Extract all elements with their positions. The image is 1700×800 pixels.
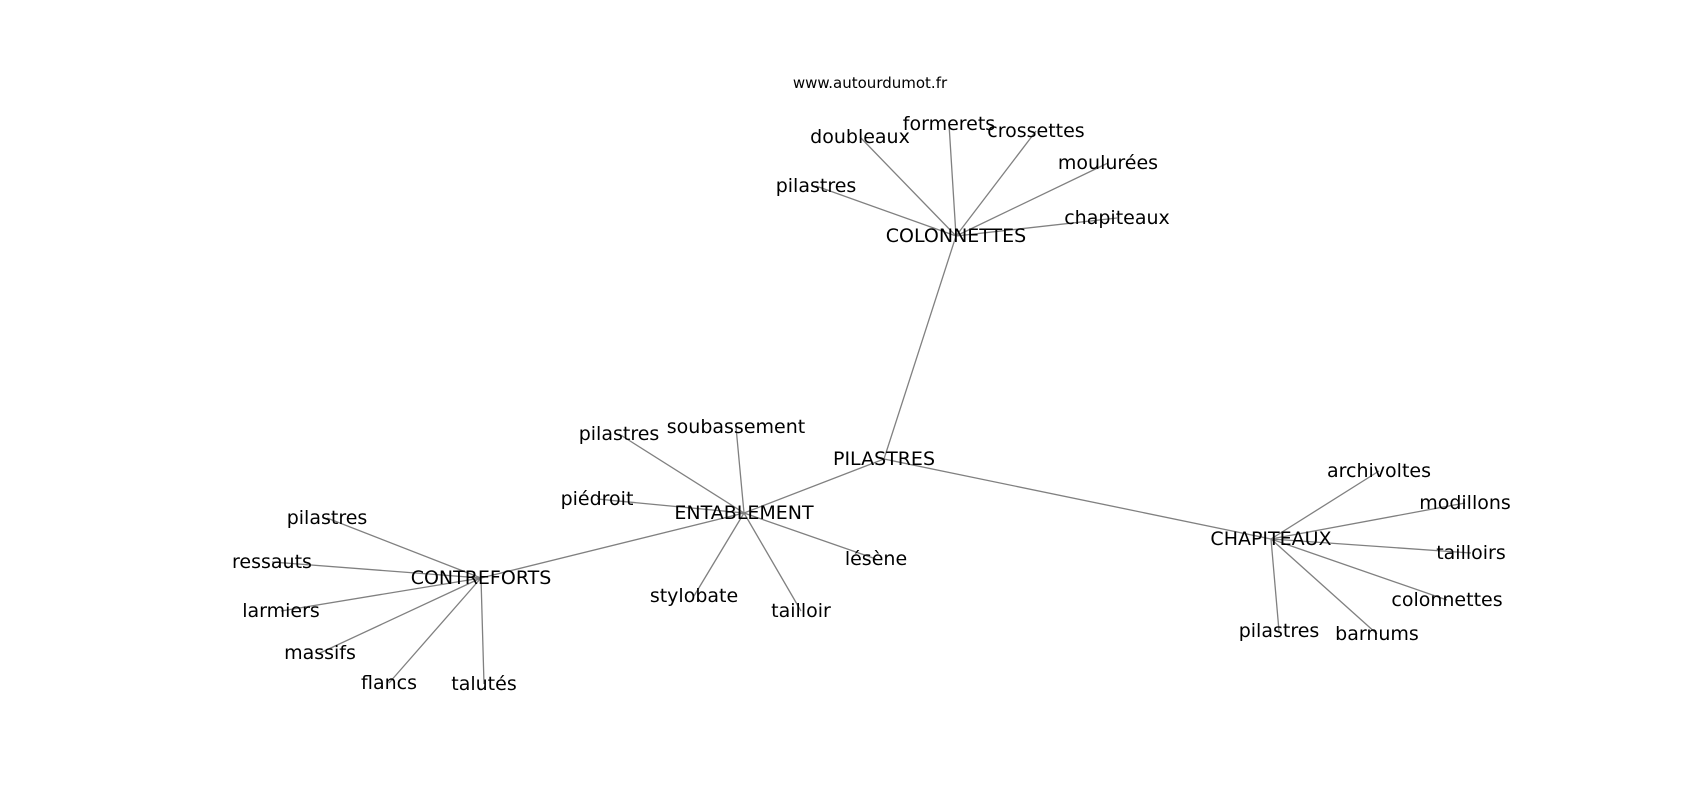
node-label-e_pilastres: pilastres [579,423,660,445]
node-label-co_flancs: flancs [361,672,417,694]
node-label-e_tailloir: tailloir [771,600,831,622]
node-label-ch_pilastres: pilastres [1239,620,1320,642]
edges [271,123,1472,685]
node-label-c_pilastres: pilastres [776,175,857,197]
node-label-co_massifs: massifs [284,642,356,664]
node-label-co_talutes: talutés [451,673,516,695]
edge-colonnettes_hub-c_moulurees [955,162,1109,237]
node-labels: PILASTRES COLONNETTES ENTABLEMENT CHAPITEAU… [232,113,1511,695]
node-label-c_formerets: formerets [903,113,995,135]
node-label-ch_modillons: modillons [1419,492,1511,514]
node-label-pilastres_hub: PILASTRES [833,448,935,470]
node-label-e_lesene: lésène [845,548,907,570]
edge-colonnettes_hub-c_crossettes [955,130,1037,237]
node-label-ch_tailloirs: tailloirs [1436,542,1506,564]
node-label-c_doubleaux: doubleaux [810,126,910,148]
node-label-c_crossettes: crossettes [987,120,1084,142]
edge-colonnettes_hub-c_chapiteaux [955,217,1118,237]
edge-entablement-contreforts [480,512,745,579]
edge-chapiteaux_hub-ch_pilastres [1270,538,1280,632]
edge-contreforts-co_ressauts [271,561,482,579]
edge-chapiteaux_hub-ch_modillons [1270,502,1466,540]
node-label-e_soubassement: soubassement [667,416,805,438]
edge-entablement-e_tailloir [743,512,802,612]
node-label-co_larmiers: larmiers [242,600,320,622]
node-label-c_moulurees: moulurées [1058,152,1158,174]
edge-colonnettes_hub-c_formerets [948,123,957,237]
edge-entablement-e_stylobate [693,512,745,597]
node-label-co_pilastres: pilastres [287,507,368,529]
edge-entablement-e_piedroit [596,498,745,514]
edge-colonnettes_hub-c_doubleaux [859,136,957,237]
edge-chapiteaux_hub-ch_barnums [1270,538,1378,635]
edge-entablement-e_pilastres [618,433,745,514]
edge-contreforts-co_flancs [388,577,482,684]
node-label-ch_colonnettes: colonnettes [1391,589,1502,611]
node-label-colonnettes_hub: COLONNETTES [886,225,1026,247]
node-label-contreforts: CONTREFORTS [411,567,552,589]
node-label-entablement: ENTABLEMENT [674,502,814,524]
edge-contreforts-co_talutes [480,577,485,685]
edge-pilastres_hub-chapiteaux_hub [883,458,1272,540]
site-credit: www.autourdumot.fr [793,74,948,92]
edge-pilastres_hub-colonnettes_hub [883,235,957,460]
edge-contreforts-co_massifs [319,577,482,654]
node-label-ch_barnums: barnums [1335,623,1419,645]
edge-contreforts-co_larmiers [280,577,482,612]
edge-pilastres_hub-entablement [743,458,885,514]
node-label-ch_archivoltes: archivoltes [1327,460,1431,482]
node-label-chapiteaux_hub: CHAPITEAUX [1210,528,1331,550]
node-label-co_ressauts: ressauts [232,551,312,573]
edge-contreforts-co_pilastres [326,517,482,579]
edge-entablement-e_lesene [743,512,877,560]
edge-chapiteaux_hub-ch_tailloirs [1270,538,1472,554]
edge-colonnettes_hub-c_pilastres [815,185,957,237]
node-label-e_piedroit: piédroit [561,488,634,510]
edge-chapiteaux_hub-ch_colonnettes [1270,538,1448,601]
edge-entablement-e_soubassement [735,426,745,514]
edge-chapiteaux_hub-ch_archivoltes [1270,470,1380,540]
node-label-c_chapiteaux: chapiteaux [1064,207,1170,229]
node-label-e_stylobate: stylobate [650,585,738,607]
